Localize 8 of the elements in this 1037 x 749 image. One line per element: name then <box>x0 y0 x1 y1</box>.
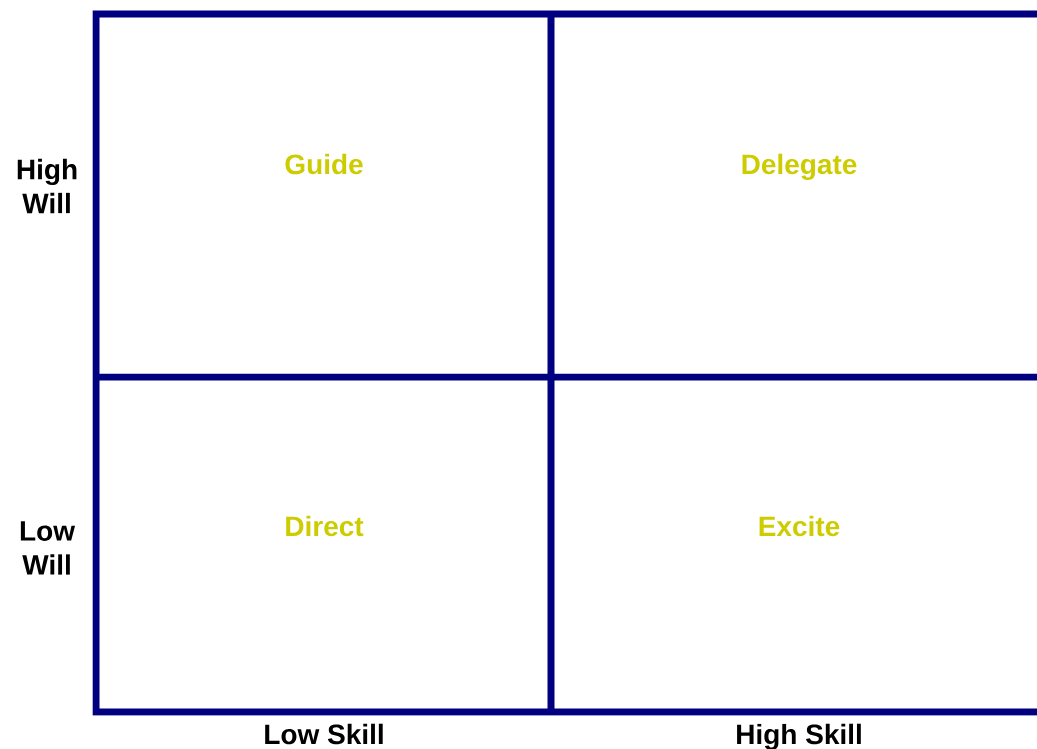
axis-label: Low Will <box>20 521 76 575</box>
axis-label: Low Skill <box>265 723 383 745</box>
quadrant-label: Guide <box>285 153 363 175</box>
quadrant-label: Delegate <box>742 153 857 180</box>
axis-label: High Will <box>17 158 77 214</box>
quadrant-label: Excite <box>759 515 840 537</box>
quadrant-label: Direct <box>286 515 364 537</box>
axis-label: High Skill <box>737 723 861 749</box>
